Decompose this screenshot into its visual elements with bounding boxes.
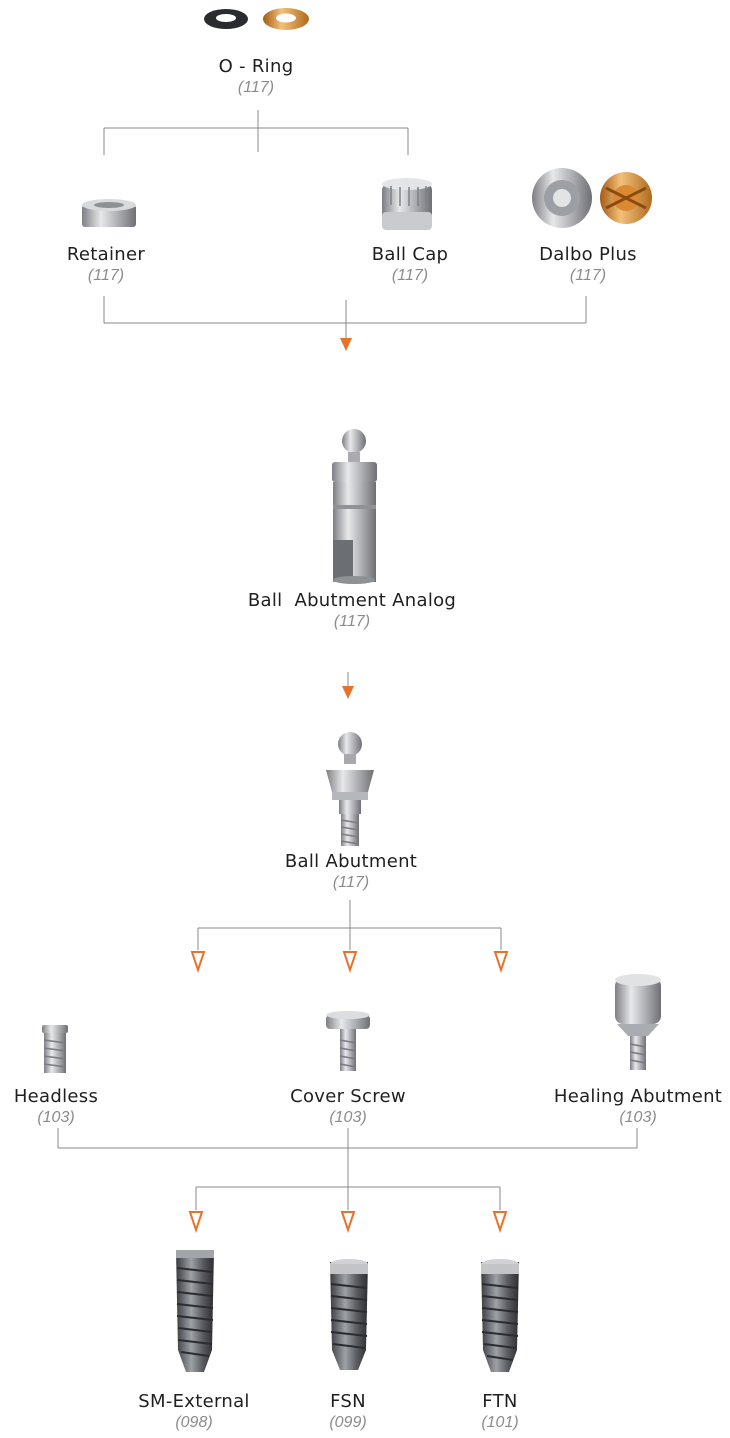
node-dalbo-plus: Dalbo Plus (117) bbox=[539, 244, 637, 286]
node-fsn: FSN (099) bbox=[329, 1391, 366, 1433]
ball-cap-image bbox=[382, 178, 432, 230]
o-ring-bracket bbox=[104, 110, 408, 155]
node-o-ring: O - Ring (117) bbox=[219, 56, 294, 98]
fsn-page: (099) bbox=[329, 1413, 366, 1433]
headless-image bbox=[42, 1025, 68, 1073]
screws-join-bracket bbox=[58, 1128, 637, 1210]
cover-screw-image bbox=[326, 1011, 370, 1071]
sm-external-implant-image bbox=[176, 1250, 214, 1372]
node-ball-abutment: Ball Abutment (117) bbox=[285, 851, 417, 893]
ball-abutment-page: (117) bbox=[285, 873, 417, 893]
ftn-label: FTN bbox=[481, 1391, 518, 1413]
node-healing-abutment: Healing Abutment (103) bbox=[554, 1086, 722, 1128]
retainer-image bbox=[82, 199, 136, 227]
node-sm-external: SM-External (098) bbox=[138, 1391, 249, 1433]
healing-abutment-page: (103) bbox=[554, 1108, 722, 1128]
node-retainer: Retainer (117) bbox=[67, 244, 145, 286]
node-ball-abutment-analog: Ball Abutment Analog (117) bbox=[248, 590, 456, 632]
headless-page: (103) bbox=[14, 1108, 98, 1128]
abutment-split-bracket bbox=[198, 900, 501, 950]
ball-abutment-analog-page: (117) bbox=[248, 612, 456, 632]
ball-abutment-analog-label: Ball Abutment Analog bbox=[248, 590, 456, 612]
fsn-implant-image bbox=[330, 1259, 368, 1370]
caps-join-bracket bbox=[104, 296, 586, 340]
healing-abutment-label: Healing Abutment bbox=[554, 1086, 722, 1108]
node-ftn: FTN (101) bbox=[481, 1391, 518, 1433]
o-ring-black-image bbox=[204, 9, 248, 29]
cover-screw-page: (103) bbox=[290, 1108, 406, 1128]
node-cover-screw: Cover Screw (103) bbox=[290, 1086, 406, 1128]
retainer-label: Retainer bbox=[67, 244, 145, 266]
fsn-label: FSN bbox=[329, 1391, 366, 1413]
o-ring-page: (117) bbox=[219, 78, 294, 98]
cover-screw-label: Cover Screw bbox=[290, 1086, 406, 1108]
healing-abutment-image bbox=[615, 974, 661, 1070]
hollow-arrows-row1 bbox=[192, 952, 507, 970]
dalbo-plus-label: Dalbo Plus bbox=[539, 244, 637, 266]
arrow-to-ball-abutment bbox=[342, 686, 354, 699]
node-ball-cap: Ball Cap (117) bbox=[372, 244, 449, 286]
ball-cap-page: (117) bbox=[372, 266, 449, 286]
sm-external-label: SM-External bbox=[138, 1391, 249, 1413]
o-ring-label: O - Ring bbox=[219, 56, 294, 78]
node-headless: Headless (103) bbox=[14, 1086, 98, 1128]
sm-external-page: (098) bbox=[138, 1413, 249, 1433]
ball-abutment-image bbox=[326, 732, 374, 846]
ball-abutment-label: Ball Abutment bbox=[285, 851, 417, 873]
o-ring-gold-image bbox=[263, 8, 309, 30]
retainer-page: (117) bbox=[67, 266, 145, 286]
dalbo-plus-silver-image bbox=[532, 168, 592, 228]
ftn-implant-image bbox=[481, 1259, 519, 1372]
arrow-to-analog bbox=[340, 338, 352, 351]
ball-abutment-analog-image bbox=[332, 429, 377, 584]
dalbo-plus-page: (117) bbox=[539, 266, 637, 286]
headless-label: Headless bbox=[14, 1086, 98, 1108]
dalbo-plus-gold-image bbox=[600, 172, 652, 224]
ftn-page: (101) bbox=[481, 1413, 518, 1433]
ball-cap-label: Ball Cap bbox=[372, 244, 449, 266]
hollow-arrows-row2 bbox=[190, 1212, 506, 1230]
